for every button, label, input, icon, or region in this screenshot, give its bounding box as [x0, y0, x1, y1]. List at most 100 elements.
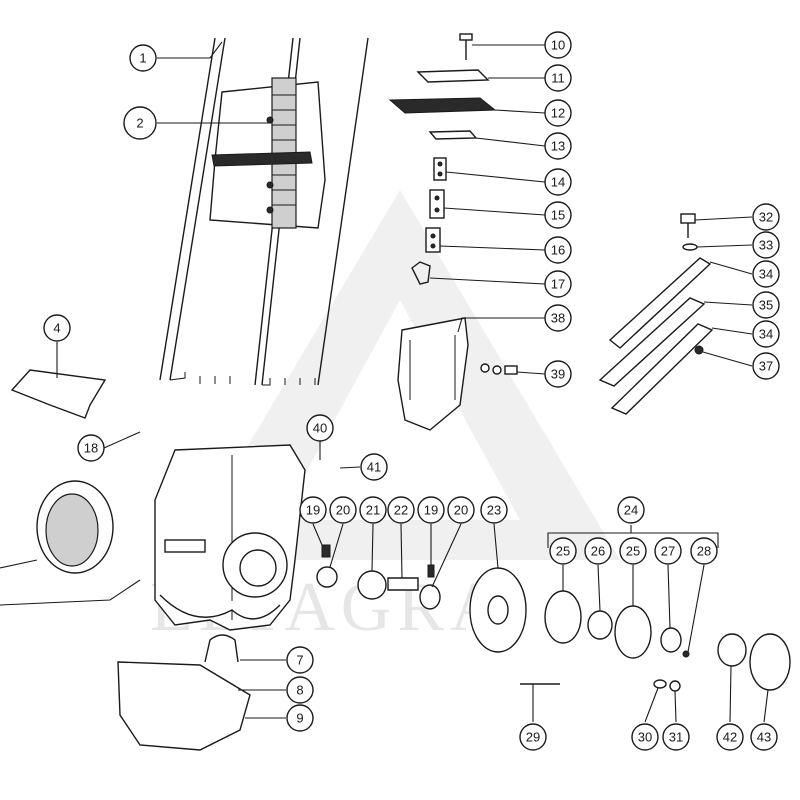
callout-25: 25 — [549, 537, 577, 565]
callout-number: 26 — [591, 544, 605, 559]
callout-number: 28 — [697, 544, 711, 559]
callout-circle — [752, 203, 780, 231]
callout-circle — [716, 723, 744, 751]
callout-18: 18 — [77, 434, 105, 462]
callout-number: 4 — [53, 321, 60, 336]
callout-circle — [544, 201, 572, 229]
callout-37: 37 — [752, 352, 780, 380]
part-9-shield — [117, 661, 251, 751]
callout-circle — [43, 314, 71, 342]
part-33-washer — [682, 243, 698, 251]
part-37-nut — [694, 345, 704, 355]
callout-number: 15 — [551, 208, 565, 223]
callout-circle — [752, 260, 780, 288]
callout-43: 43 — [750, 723, 778, 751]
part-12-paddle — [388, 97, 497, 114]
callout-circle — [306, 414, 334, 442]
callout-number: 38 — [551, 311, 565, 326]
rubber-ring — [36, 480, 114, 574]
callout-33: 33 — [752, 231, 780, 259]
callout-number: 31 — [669, 730, 683, 745]
callout-number: 11 — [551, 71, 565, 86]
callout-39: 39 — [544, 360, 572, 388]
callout-27: 27 — [654, 537, 682, 565]
callout-41: 41 — [360, 453, 388, 481]
callout-34: 34 — [752, 320, 780, 348]
callout-19: 19 — [299, 496, 327, 524]
callout-38: 38 — [544, 304, 572, 332]
callout-20: 20 — [447, 496, 475, 524]
paddle-assembly — [388, 33, 497, 285]
part-15-bracket — [429, 189, 445, 219]
callout-circle — [662, 723, 690, 751]
callout-number: 21 — [366, 503, 380, 518]
callout-circle — [752, 231, 780, 259]
callout-23: 23 — [480, 496, 508, 524]
shaft-components — [316, 544, 791, 692]
callout-9: 9 — [286, 704, 314, 732]
callout-circle — [329, 496, 357, 524]
callout-circle — [654, 537, 682, 565]
callout-circle — [544, 270, 572, 298]
callout-number: 35 — [759, 298, 773, 313]
callout-circle — [617, 496, 645, 524]
callout-number: 1 — [139, 51, 146, 66]
callout-circle — [447, 496, 475, 524]
callout-circle — [752, 352, 780, 380]
part-35-rail-mid — [598, 297, 706, 387]
callout-circle — [544, 64, 572, 92]
callout-number: 9 — [296, 711, 303, 726]
elevator-tube — [159, 37, 369, 386]
callout-15: 15 — [544, 201, 572, 229]
callout-7: 7 — [286, 646, 314, 674]
part-10-bolt — [459, 33, 473, 60]
callout-circle — [286, 676, 314, 704]
callout-2: 2 — [123, 106, 157, 140]
part-34-rail-bottom — [610, 323, 714, 415]
part-4-cover — [10, 369, 107, 419]
part-38-inlet — [397, 317, 469, 431]
callout-number: 17 — [551, 277, 565, 292]
callout-25: 25 — [619, 537, 647, 565]
callout-number: 23 — [487, 503, 501, 518]
callout-circle — [750, 723, 778, 751]
callout-number: 8 — [296, 683, 303, 698]
callout-circle — [752, 291, 780, 319]
callout-20: 20 — [329, 496, 357, 524]
callout-circle — [544, 168, 572, 196]
callout-circle — [387, 496, 415, 524]
callout-number: 20 — [336, 503, 350, 518]
angle-rails — [598, 213, 714, 415]
callout-number: 41 — [367, 460, 381, 475]
callout-4: 4 — [43, 314, 71, 342]
callout-number: 27 — [661, 544, 675, 559]
part-7-u-bolt — [204, 634, 239, 663]
part-13-strip — [428, 130, 478, 140]
callout-circle — [544, 236, 572, 264]
part-17-clip — [411, 261, 431, 285]
callout-35: 35 — [752, 291, 780, 319]
callout-number: 34 — [759, 327, 773, 342]
callout-number: 32 — [759, 210, 773, 225]
leader-lines — [0, 41, 769, 723]
part-11-plate — [416, 69, 490, 83]
callout-circle — [77, 434, 105, 462]
callout-16: 16 — [544, 236, 572, 264]
callout-30: 30 — [631, 723, 659, 751]
callout-number: 16 — [551, 243, 565, 258]
callout-circle — [584, 537, 612, 565]
callout-number: 42 — [723, 730, 737, 745]
boot-housing — [36, 444, 306, 631]
callout-circle — [544, 304, 572, 332]
callout-number: 39 — [551, 367, 565, 382]
callout-19: 19 — [417, 496, 445, 524]
callout-circle — [286, 646, 314, 674]
callout-number: 14 — [551, 175, 565, 190]
callout-number: 19 — [306, 503, 320, 518]
callout-28: 28 — [690, 537, 718, 565]
callout-circle — [544, 132, 572, 160]
callout-circle — [544, 360, 572, 388]
callout-number: 40 — [313, 421, 327, 436]
callout-number: 7 — [296, 653, 303, 668]
callout-number: 19 — [424, 503, 438, 518]
